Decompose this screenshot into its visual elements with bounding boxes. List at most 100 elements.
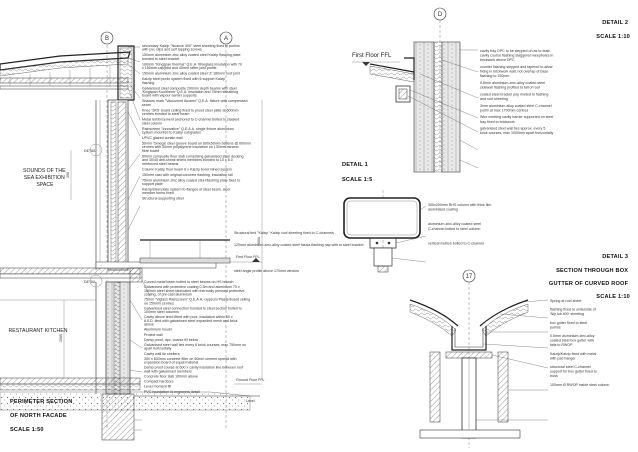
detail-2: D First Floor FFL cavity tray DPC to be … bbox=[352, 7, 630, 173]
inline-note-3: steel angle profile above 170mm window bbox=[234, 269, 299, 273]
section-note-bottom-3: Galvanised steel connection bonded to st… bbox=[144, 306, 242, 314]
section-note-top-17: Structural supporting steel bbox=[142, 197, 184, 201]
level-ground-floor: Ground Floor FFL Level bbox=[234, 378, 265, 403]
section-note-bottom-1: Galvanised with protective coating 0.3m … bbox=[144, 285, 244, 296]
section-note-bottom-9: Cavity wall tie shelters bbox=[144, 352, 180, 356]
section-note-top-2: 100mm "Kingspan thermal" Q.E.A. fibregla… bbox=[142, 62, 242, 70]
section-note-bottom-10: 300 x 600mm concrete filter on 50mm ceme… bbox=[144, 357, 236, 365]
level-first-floor: First Floor FFL bbox=[230, 255, 262, 263]
section-note-top-6: Shadow mark "Vacuumed Alcamo" Q.E.A. fix… bbox=[142, 99, 248, 107]
steel-beam bbox=[129, 267, 143, 283]
section-note-top-16: Kalzip/steel plate system to flanges of … bbox=[142, 188, 230, 196]
svg-text:Ground Floor FFL: Ground Floor FFL bbox=[236, 378, 265, 382]
detail2-note-1: counter flashing stepped and tapered to … bbox=[480, 65, 553, 78]
detail3-roof-right bbox=[479, 299, 529, 327]
ceiling-board bbox=[0, 85, 129, 90]
section-notes-bottom: Curved metal beam bolted to steel beams … bbox=[144, 280, 250, 394]
detail2-cavity bbox=[433, 41, 443, 173]
section-note-top-15: 75mm aluminium zinc alloy coated steel f… bbox=[142, 178, 240, 186]
note-leaders bbox=[127, 46, 151, 431]
first-floor-slab bbox=[0, 267, 141, 275]
section-note-top-0: secondary Kalzip "Nuance 400" steel shee… bbox=[142, 44, 240, 52]
restaurant-kitchen-label: RESTAURANT KITCHEN bbox=[9, 328, 68, 334]
detail2-notes: cavity tray DPC to be stepped on as to d… bbox=[480, 49, 554, 135]
detail-callout-2-circle bbox=[89, 274, 103, 288]
section-note-top-5: Galvanised steel composite 200mm depth b… bbox=[142, 86, 238, 97]
upper-wall-cladding bbox=[117, 101, 127, 269]
section-note-bottom-11: Damp proof course at 600 x cavity insula… bbox=[144, 366, 243, 374]
section-note-bottom-5: Aluminium mould bbox=[144, 328, 172, 332]
detail3-leaders bbox=[476, 299, 549, 421]
svg-text:390: 390 bbox=[66, 172, 70, 178]
detail3-notes: Spring at roof sheet flashing fixed to un… bbox=[550, 299, 609, 387]
section-note-bottom-2: 75mm "Viglass Rainscreen" Q.E.A.A. Gypsu… bbox=[144, 298, 250, 306]
section-notes-top: secondary Kalzip "Nuance 400" steel shee… bbox=[142, 44, 251, 201]
detail2-leaders bbox=[407, 49, 479, 169]
detail3-truss-right bbox=[497, 351, 509, 423]
detail-1: DETAIL 1 SCALE 1:5 300x200mm RHS column … bbox=[342, 162, 491, 273]
first-floor-decking bbox=[0, 273, 141, 279]
detail2-note-5: Wire meeting cavity barrier supported on… bbox=[480, 115, 554, 124]
detail2-roof-insulation bbox=[369, 65, 415, 83]
detail2-c-channel bbox=[395, 85, 411, 103]
section-note-top-1: 150mm aluminium zinc alloy coated steel … bbox=[142, 53, 240, 61]
detail2-note-3: coated steel bracket pop riveted to flas… bbox=[480, 92, 548, 101]
section-note-bottom-7: Damp proof, dpc, coarse fill below bbox=[144, 338, 199, 342]
detail2-brick-wall bbox=[413, 41, 435, 173]
section-note-bottom-0: Curved metal beam bolted to steel beams … bbox=[144, 280, 234, 284]
detail2-roof-sheet bbox=[369, 63, 415, 73]
detail3-roof-left bbox=[409, 299, 459, 327]
roof-purlins bbox=[9, 66, 111, 86]
detail2-note-0: cavity tray DPC to be stepped on as to d… bbox=[480, 49, 553, 62]
detail1-rhs-column bbox=[343, 197, 421, 239]
grid-bubble-a-label: A bbox=[224, 36, 228, 42]
section-note-bottom-14: Level moment fill bbox=[144, 385, 171, 389]
section-note-top-11: 50mm 'Omega' steel groove board on 600x5… bbox=[142, 142, 251, 153]
detail2-note-6: galvanised steel wall ties approx. every… bbox=[480, 127, 554, 136]
section-note-top-9: Rainscreen "Innovative" Q.E.A.A. single … bbox=[142, 127, 234, 135]
inline-note-1: Structural tied "Kalzip" Kalzip roof she… bbox=[234, 231, 334, 235]
section-note-bottom-8: Galvanised steel wall ties every 6 brick… bbox=[144, 343, 246, 351]
detail3-note-1: flashing fixed to underside of'Nip lok 4… bbox=[550, 308, 596, 317]
ground-floor-insulation bbox=[0, 383, 141, 391]
roof-beam bbox=[0, 77, 129, 84]
grid-bubble-d-label: D bbox=[438, 12, 443, 18]
grid-bubble-17-label: 17 bbox=[466, 274, 473, 280]
detail2-title: DETAIL 2 SCALE 1:10 bbox=[596, 20, 630, 40]
dimension-strings: 390 1065 3000 bbox=[59, 100, 263, 380]
section-note-top-14: 150mm cast with original concrete flashi… bbox=[142, 173, 233, 177]
section-note-bottom-15: PVC foundation to engineers detail bbox=[144, 390, 200, 394]
section-note-top-4: Kalzip steel purlin system fixed with 6 … bbox=[142, 77, 225, 85]
grid-bubble-b: B bbox=[100, 31, 114, 45]
ground-floor-slab bbox=[0, 377, 141, 385]
detail-callout-1-circle bbox=[89, 143, 103, 157]
svg-text:First Floor FFL: First Floor FFL bbox=[236, 255, 260, 259]
parapet bbox=[117, 45, 135, 101]
section-note-top-13: Column Kalzip floor beam 6 x Kalzip bond… bbox=[142, 167, 232, 171]
section-note-bottom-4: Cavity above lined fitted with poor, ins… bbox=[144, 315, 238, 326]
detail3-note-0: Spring at roof sheet bbox=[550, 299, 581, 303]
section-note-bottom-12: Concrete floor slab 100mm above bbox=[144, 375, 198, 379]
detail2-note-4: 3mm aluminium alloy coated steel C-chann… bbox=[480, 104, 552, 113]
upper-wall-insulation bbox=[110, 101, 117, 269]
balcony-ledge bbox=[139, 257, 231, 264]
detail1-note-2: vertical mullion bolted to C-channel bbox=[428, 241, 484, 245]
detail1-leaders bbox=[391, 205, 427, 263]
detail2-flashing bbox=[404, 57, 415, 80]
svg-text:3000: 3000 bbox=[257, 237, 261, 245]
detail-3: DETAIL 3 SECTION THROUGH BOX GUTTER OF C… bbox=[409, 254, 630, 448]
section-note-top-8: Metal reinforcement anchored to C-channe… bbox=[142, 118, 239, 126]
svg-text:First Floor FFL: First Floor FFL bbox=[352, 53, 392, 59]
level-first-floor-right: First Floor FFL bbox=[352, 53, 400, 66]
detail3-truss-left bbox=[429, 351, 441, 423]
section-note-top-3: 150mm aluminium zinc alloy coated steel … bbox=[142, 72, 240, 76]
detail1-title: DETAIL 1 SCALE 1:5 bbox=[342, 162, 372, 183]
